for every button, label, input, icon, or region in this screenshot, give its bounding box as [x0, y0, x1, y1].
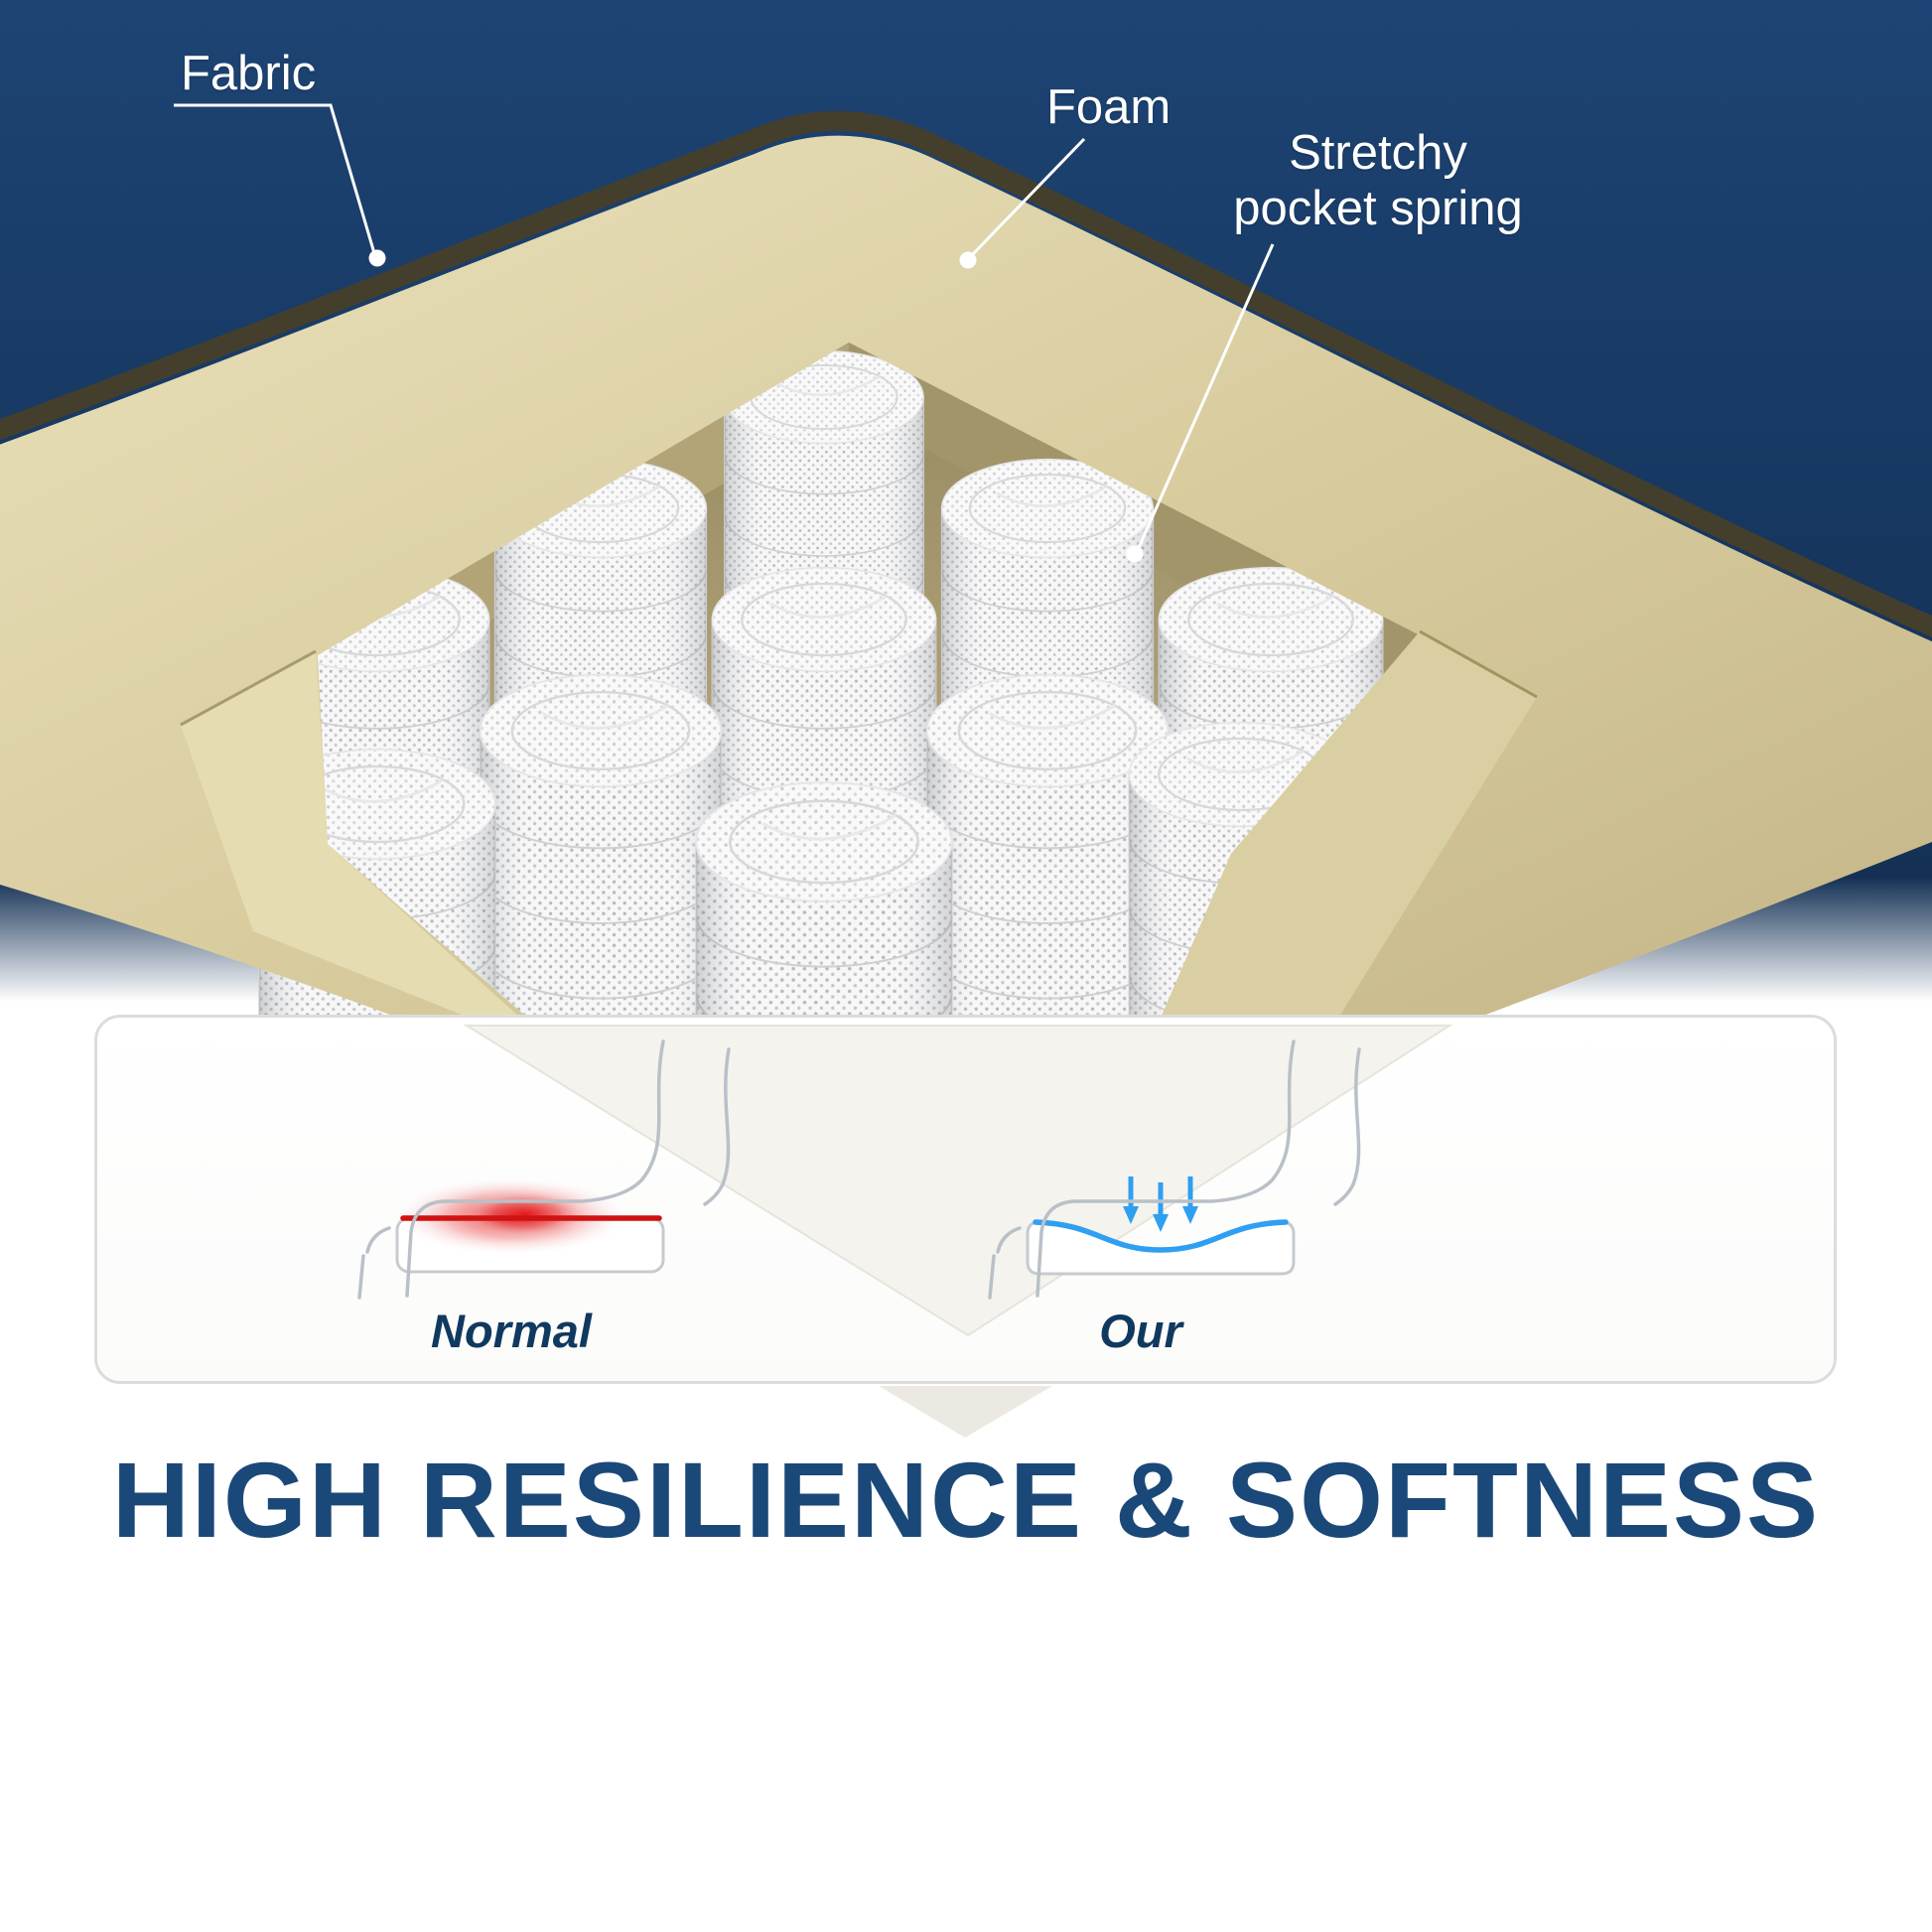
foam-callout-label: Foam [1046, 80, 1172, 134]
foam-callout-line [969, 137, 1086, 258]
down-arrow-icon [1153, 1214, 1169, 1232]
normal-label: Normal [431, 1305, 592, 1357]
callout-endpoint-dot [1126, 545, 1144, 563]
normal-cushion-figure [357, 1039, 731, 1300]
foam-cut-face-left [181, 651, 561, 1054]
comparison-figures [357, 1025, 1453, 1337]
down-arrow-icon [1123, 1206, 1139, 1224]
foam-layer [0, 135, 1932, 1251]
mattress-ghost-shadow [879, 1386, 1052, 1438]
fabric-callout-label: Fabric [181, 47, 317, 100]
headline: HIGH RESILIENCE & SOFTNESS [111, 1440, 1821, 1560]
foam-cut-edge-right [1419, 629, 1538, 699]
stretchy-pocket-spring-callout-label: Stretchy pocket spring [1233, 126, 1523, 236]
comparison-panel: Normal Our [94, 1015, 1837, 1384]
spring-callout-line [1136, 243, 1275, 551]
mattress-ghost-inside-panel [463, 1025, 1453, 1337]
callout-endpoint-dot [368, 249, 386, 267]
callout-lines [174, 103, 1275, 551]
down-arrow-icon [1182, 1206, 1198, 1224]
our-label: Our [1099, 1305, 1182, 1357]
fabric-callout-line [174, 103, 376, 254]
callout-endpoint-dot [959, 251, 977, 269]
pressure-glow-core [465, 1190, 588, 1238]
foam-cut-edge-left [180, 649, 317, 727]
softness-dip-line [1033, 1219, 1289, 1253]
fabric-edge [0, 110, 1932, 638]
our-cushion-figure [988, 1039, 1361, 1300]
foam-cut-face-right [1142, 631, 1537, 1092]
